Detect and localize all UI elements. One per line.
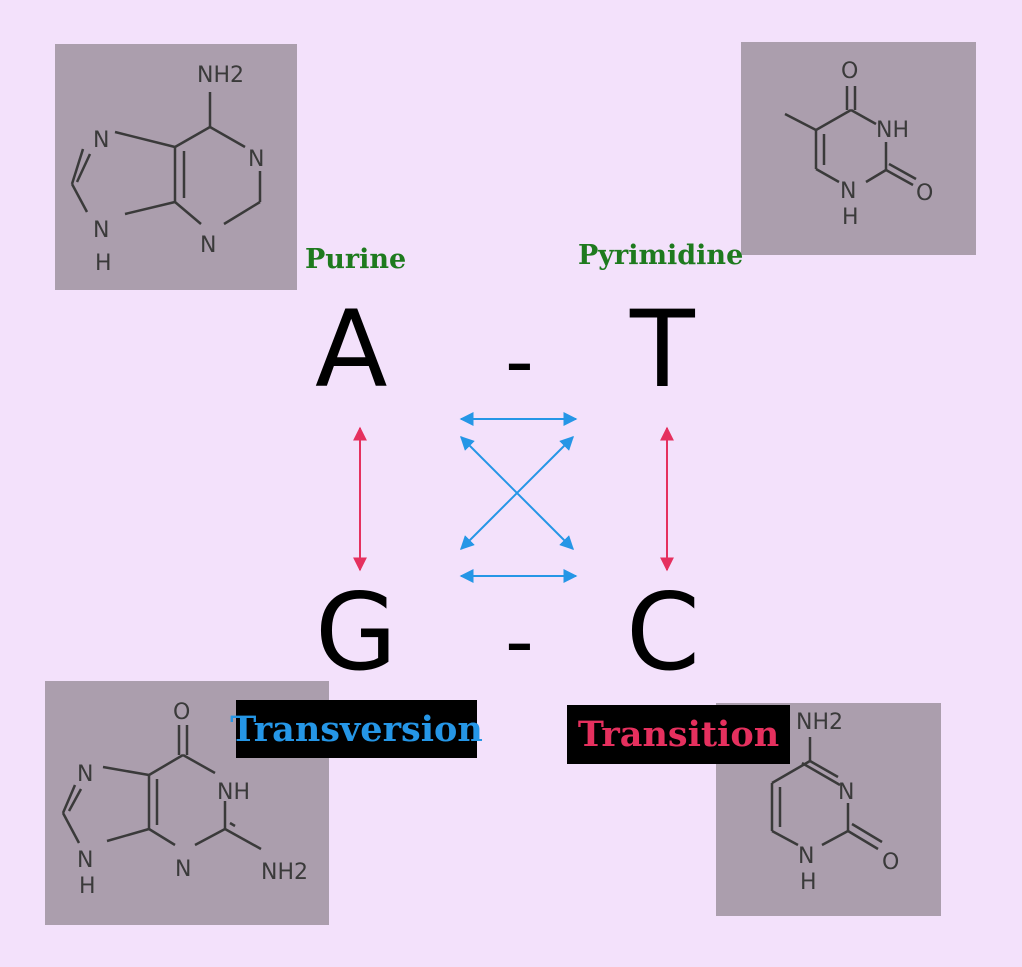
cytosine-diagram: NH2 N O N H	[770, 710, 899, 895]
adenine-atom-n3: N	[93, 218, 109, 243]
cytosine-atom-h: H	[800, 870, 817, 895]
base-c: C	[626, 571, 701, 694]
transversion-legend-label: Transversion	[230, 708, 483, 750]
thymine-diagram: O NH O N H	[784, 59, 933, 230]
purine-label: Purine	[305, 244, 407, 275]
cytosine-atom-n: N	[838, 780, 854, 805]
adenine-structure: NH2 N N N N H	[55, 44, 297, 290]
transversion-arrow-g-t	[460, 436, 574, 550]
thymine-atom-nh: NH	[876, 118, 909, 143]
thymine-atom-h: H	[842, 205, 859, 230]
transition-legend: Transition	[567, 705, 790, 764]
guanine-atom-n1: N	[77, 762, 93, 787]
transition-legend-label: Transition	[577, 714, 780, 755]
thymine-structure: O NH O N H	[741, 42, 976, 255]
guanine-atom-n2: N	[77, 848, 93, 873]
guanine-atom-nh2: NH2	[261, 860, 308, 885]
guanine-atom-h: H	[79, 874, 96, 899]
thymine-atom-o2: O	[916, 181, 933, 206]
pair-dash-bottom: -	[505, 595, 534, 688]
pair-dash-top: -	[505, 315, 534, 408]
adenine-atom-h: H	[95, 251, 112, 276]
thymine-atom-o1: O	[841, 59, 858, 84]
guanine-atom-n3: N	[175, 857, 191, 882]
pyrimidine-label: Pyrimidine	[578, 240, 744, 271]
adenine-atom-n2: N	[248, 147, 264, 172]
guanine-atom-o: O	[173, 700, 190, 725]
cytosine-atom-nh2: NH2	[796, 710, 843, 735]
base-a: A	[315, 288, 388, 411]
adenine-diagram: NH2 N N N N H	[70, 63, 264, 276]
cytosine-atom-o: O	[882, 850, 899, 875]
guanine-diagram: O N NH N N H NH2	[61, 700, 308, 899]
adenine-atom-n1: N	[93, 128, 109, 153]
transversion-legend: Transversion	[230, 700, 483, 758]
base-t: T	[630, 288, 695, 411]
thymine-atom-n: N	[840, 179, 856, 204]
cytosine-atom-n2: N	[798, 844, 814, 869]
guanine-atom-nh: NH	[217, 780, 250, 805]
adenine-atom-nh2: NH2	[197, 63, 244, 88]
base-g: G	[315, 571, 398, 694]
adenine-atom-n4: N	[200, 233, 216, 258]
